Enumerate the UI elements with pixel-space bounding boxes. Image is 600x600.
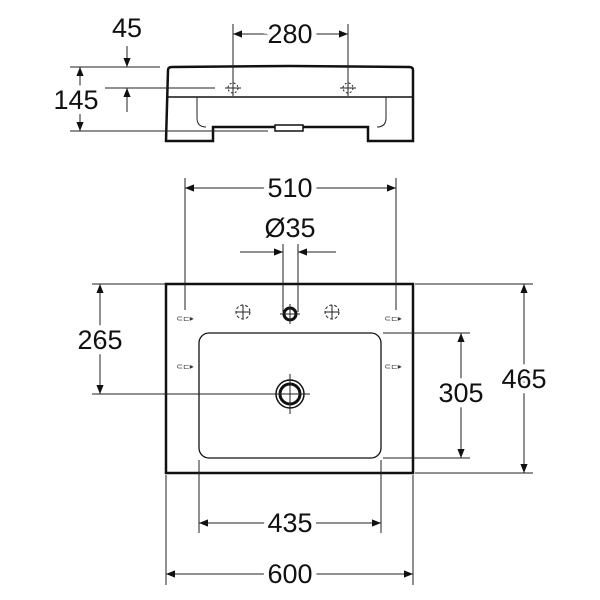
mounting-symbol: ⊂⊏▸	[176, 314, 193, 323]
optional-tap-hole	[235, 304, 251, 320]
tap-hole-marker	[225, 80, 241, 96]
dimension-overall-width: 600	[267, 559, 312, 589]
drain-side	[274, 124, 304, 132]
dimension-bowl-depth: 305	[438, 378, 483, 408]
dimension-tap-offset: 45	[112, 13, 142, 43]
basin-side-outline	[164, 64, 415, 143]
mounting-symbol: ⊂⊏▸	[176, 362, 193, 371]
optional-tap-hole	[324, 304, 340, 320]
dimension-drain-offset: 265	[77, 325, 122, 355]
tap-hole-marker	[340, 80, 356, 96]
dimension-hole-diameter: Ø35	[264, 213, 315, 243]
dimension-inner-width: 510	[267, 173, 312, 203]
mounting-symbol: ⊂⊏▸	[384, 362, 401, 371]
side-view: 280 45 145	[48, 8, 415, 143]
bowl-side	[196, 97, 387, 128]
tap-hole	[280, 304, 300, 324]
bowl-outline	[198, 332, 382, 459]
dimension-tap-spacing: 280	[267, 19, 312, 49]
dimension-overall-depth: 465	[501, 364, 546, 394]
plan-view: ⊂⊏▸ ⊂⊏▸ ⊂⊏▸ ⊂⊏▸ 510 Ø35 265 305 465	[72, 168, 551, 594]
mounting-symbol: ⊂⊏▸	[384, 314, 401, 323]
dimension-height: 145	[53, 85, 98, 115]
dimension-bowl-width: 435	[267, 508, 312, 538]
